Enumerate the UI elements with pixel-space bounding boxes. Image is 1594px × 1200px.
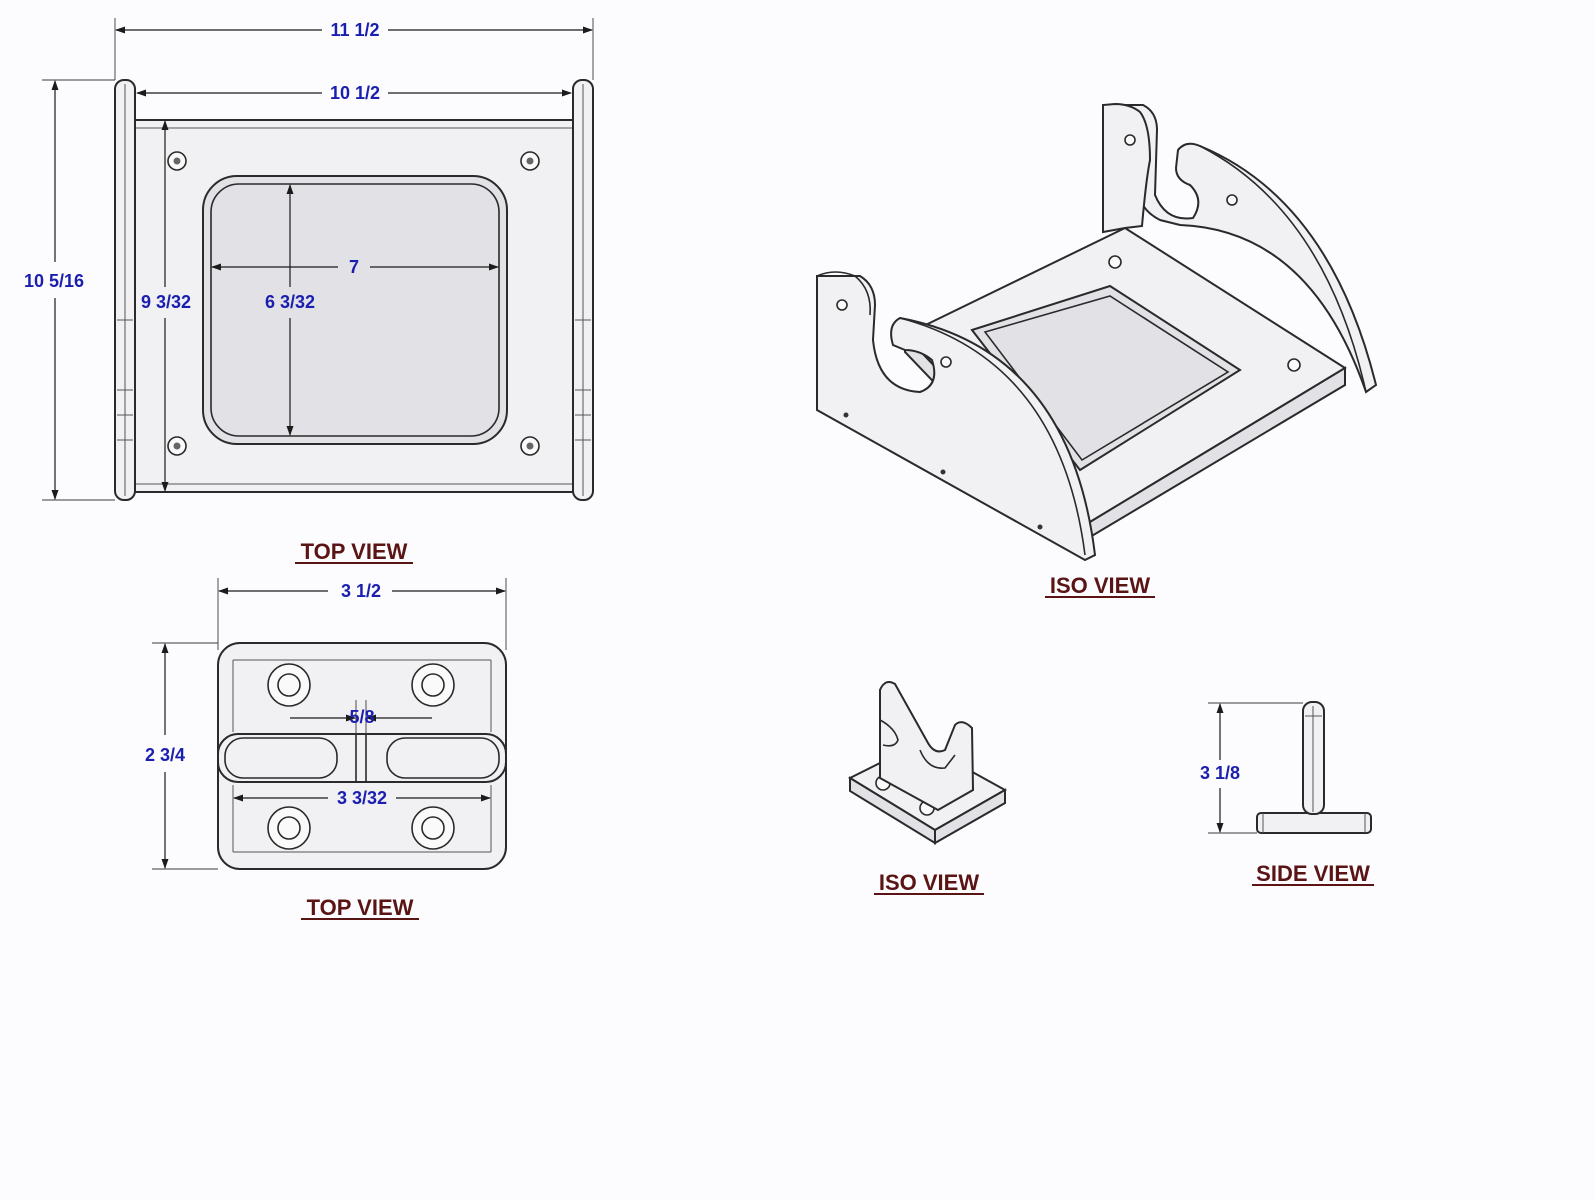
view-label-top-view-bracket: TOP VIEW: [307, 895, 414, 920]
top-view-main: 11 1/2 10 1/2 10 5/16 9 3/32 7 6 3/32 TO…: [24, 18, 594, 564]
dim-bracket-width: 3 1/2: [341, 581, 381, 601]
dim-base-width: 3 3/32: [337, 788, 387, 808]
dim-slot-width: 5/8: [349, 707, 374, 727]
dim-bracket-height: 3 1/8: [1200, 763, 1240, 783]
bracket-hole-icon: [267, 663, 455, 850]
bracket-rib: [217, 733, 507, 783]
iso-view-bracket: ISO VIEW: [847, 681, 1008, 895]
iso-view-main: ISO VIEW: [816, 102, 1378, 598]
center-opening: [202, 175, 508, 445]
top-view-bracket: 3 1/2 2 3/4 5/8 3 3/32 TOP VIEW: [145, 578, 507, 920]
view-label-iso-view-bracket: ISO VIEW: [879, 870, 979, 895]
side-base: [1256, 812, 1372, 834]
dim-opening-depth: 6 3/32: [265, 292, 315, 312]
view-label-top-view-main: TOP VIEW: [301, 539, 408, 564]
side-view-bracket: 3 1/8 SIDE VIEW: [1200, 701, 1374, 886]
view-label-side-view: SIDE VIEW: [1256, 861, 1370, 886]
dim-overall-width: 11 1/2: [330, 20, 379, 40]
mounting-hole-icon: [167, 151, 540, 456]
dim-opening-width: 7: [349, 257, 359, 277]
view-label-iso-view-main: ISO VIEW: [1050, 573, 1150, 598]
dim-overall-depth: 10 5/16: [24, 271, 84, 291]
dim-inner-width: 10 1/2: [330, 83, 380, 103]
dim-inner-depth: 9 3/32: [141, 292, 191, 312]
iso-front-side-plate: [816, 275, 1097, 562]
dim-bracket-depth: 2 3/4: [145, 745, 185, 765]
